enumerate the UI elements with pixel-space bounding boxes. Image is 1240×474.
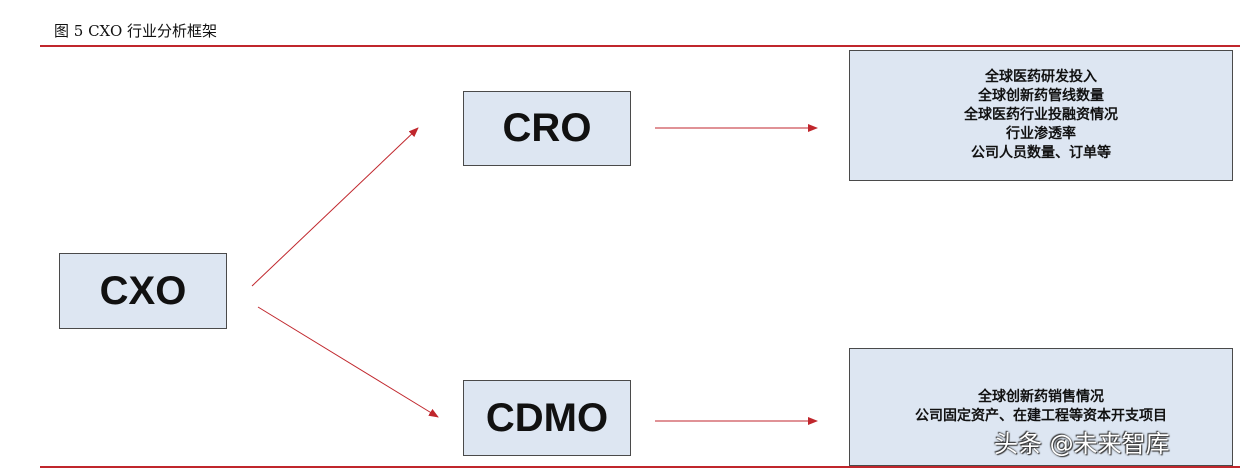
cro-detail-line: 行业渗透率 (1006, 126, 1076, 142)
top-rule (40, 45, 1240, 47)
node-cdmo: CDMO (463, 380, 631, 456)
cro-detail-line: 全球创新药管线数量 (978, 88, 1104, 104)
node-cxo-label: CXO (99, 268, 187, 313)
cro-detail-line: 全球医药研发投入 (985, 69, 1097, 85)
cro-detail-line: 公司人员数量、订单等 (971, 145, 1111, 161)
node-cro-label: CRO (502, 106, 592, 150)
cro-detail-box: 全球医药研发投入 全球创新药管线数量 全球医药行业投融资情况 行业渗透率 公司人… (849, 50, 1233, 181)
node-cxo: CXO (59, 253, 227, 329)
figure-title: 图 5 CXO 行业分析框架 (54, 22, 218, 40)
node-cro: CRO (463, 91, 631, 166)
arrow-cxo-to-cdmo (257, 306, 439, 418)
cro-detail-line: 全球医药行业投融资情况 (964, 107, 1118, 123)
arrow-cxo-to-cro (251, 127, 419, 287)
cdmo-detail-line: 全球创新药销售情况 (978, 389, 1104, 405)
cdmo-detail-line: 公司固定资产、在建工程等资本开支项目 (915, 408, 1167, 424)
node-cdmo-label: CDMO (485, 395, 609, 440)
watermark: 头条 @未来智库 (994, 430, 1170, 458)
bottom-rule (40, 466, 1240, 468)
cdmo-detail-box: 全球创新药销售情况 公司固定资产、在建工程等资本开支项目 (849, 348, 1233, 466)
